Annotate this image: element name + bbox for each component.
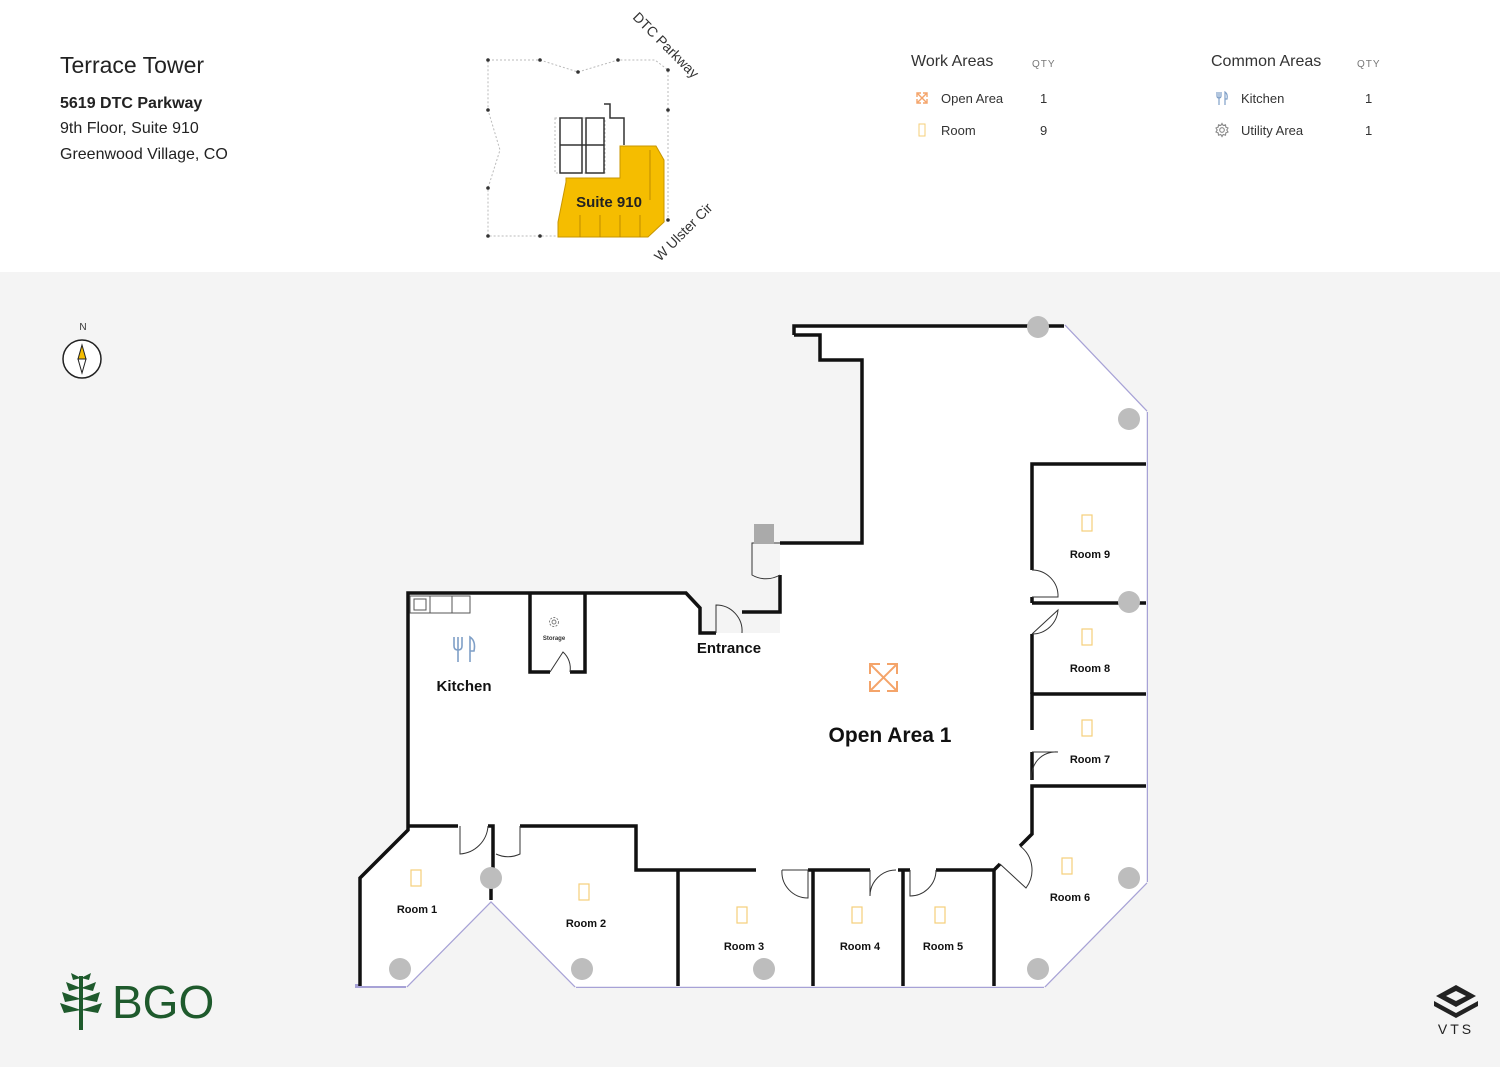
key-map-suite-label: Suite 910 xyxy=(576,194,642,211)
columns xyxy=(389,316,1140,980)
room-7-icon xyxy=(1081,719,1093,737)
compass-needle-south xyxy=(77,358,87,375)
room-7-label: Room 7 xyxy=(1070,754,1110,766)
expand-arrows-icon xyxy=(916,92,928,104)
key-map-suite-walls xyxy=(579,150,651,237)
key-map: Suite 910 DTC Parkway W Ulster Cir xyxy=(486,9,716,264)
room-1-label: Room 1 xyxy=(397,904,437,916)
room-6-icon xyxy=(1061,857,1073,875)
room-8-label: Room 8 xyxy=(1070,663,1110,675)
room-8-icon xyxy=(1081,628,1093,646)
legend-room-label: Room xyxy=(941,123,976,138)
entrance-label: Entrance xyxy=(697,640,761,657)
legend-utility-area-label: Utility Area xyxy=(1241,123,1304,138)
vts-logo: VTS xyxy=(1434,985,1478,1037)
bgo-logo: BGO xyxy=(60,973,214,1030)
bgo-wordmark: BGO xyxy=(112,976,214,1028)
floor-plan: Open Area 1 Entrance Kitchen Storage Roo… xyxy=(355,316,1148,988)
room-6-label: Room 6 xyxy=(1050,892,1090,904)
room-4-label: Room 4 xyxy=(840,941,881,953)
address-line-3: Greenwood Village, CO xyxy=(60,146,228,163)
storage-gear-icon xyxy=(549,617,559,627)
room-2-icon xyxy=(578,883,590,901)
legend-work-areas-qty-heading: QTY xyxy=(1032,59,1056,70)
legend-common-areas-heading: Common Areas xyxy=(1211,53,1322,70)
room-3-label: Room 3 xyxy=(724,941,764,953)
legend-open-area-label: Open Area xyxy=(941,91,1004,106)
room-3-icon xyxy=(736,906,748,924)
key-map-columns xyxy=(486,58,670,238)
street-label-dtc-parkway: DTC Parkway xyxy=(630,9,702,81)
room-icons xyxy=(410,514,1093,924)
header xyxy=(0,0,1500,272)
legend-utility-area-qty: 1 xyxy=(1365,123,1373,138)
room-rectangle-icon xyxy=(918,123,926,137)
utility-shaft xyxy=(754,524,774,544)
building-name: Terrace Tower xyxy=(60,52,205,78)
key-map-core xyxy=(559,103,625,174)
compass: N xyxy=(62,322,102,379)
room-9-label: Room 9 xyxy=(1070,549,1110,561)
suite-floor xyxy=(360,326,1146,986)
fork-knife-icon xyxy=(1216,90,1228,105)
room-2-label: Room 2 xyxy=(566,918,606,930)
vts-mark-icon xyxy=(1434,985,1478,1018)
kitchen-counter xyxy=(409,595,471,614)
legend-open-area-qty: 1 xyxy=(1040,91,1048,106)
storage-label: Storage xyxy=(543,636,566,642)
legend-room-qty: 9 xyxy=(1040,123,1048,138)
room-9-icon xyxy=(1081,514,1093,532)
legend-kitchen-qty: 1 xyxy=(1365,91,1373,106)
kitchen-label: Kitchen xyxy=(436,678,491,695)
room-5-icon xyxy=(934,906,946,924)
room-5-label: Room 5 xyxy=(923,941,963,953)
room-1-icon xyxy=(410,869,422,887)
walls xyxy=(358,324,1146,986)
legend-kitchen-label: Kitchen xyxy=(1241,91,1285,106)
open-area-icon xyxy=(869,663,898,692)
open-area-label: Open Area 1 xyxy=(829,724,952,747)
vts-wordmark: VTS xyxy=(1438,1021,1474,1037)
kitchen-fork-knife-icon xyxy=(453,635,476,662)
bgo-leaf-icon xyxy=(60,973,102,1030)
key-map-suite-highlight xyxy=(557,145,665,238)
address-line-1: 5619 DTC Parkway xyxy=(60,95,203,112)
gear-icon xyxy=(1215,122,1229,138)
address-line-2: 9th Floor, Suite 910 xyxy=(60,120,199,137)
legend-work-areas-heading: Work Areas xyxy=(911,53,994,70)
compass-north-label: N xyxy=(79,322,86,333)
legend-common-areas-qty-heading: QTY xyxy=(1357,59,1381,70)
room-4-icon xyxy=(851,906,863,924)
door-swings xyxy=(459,542,1059,899)
